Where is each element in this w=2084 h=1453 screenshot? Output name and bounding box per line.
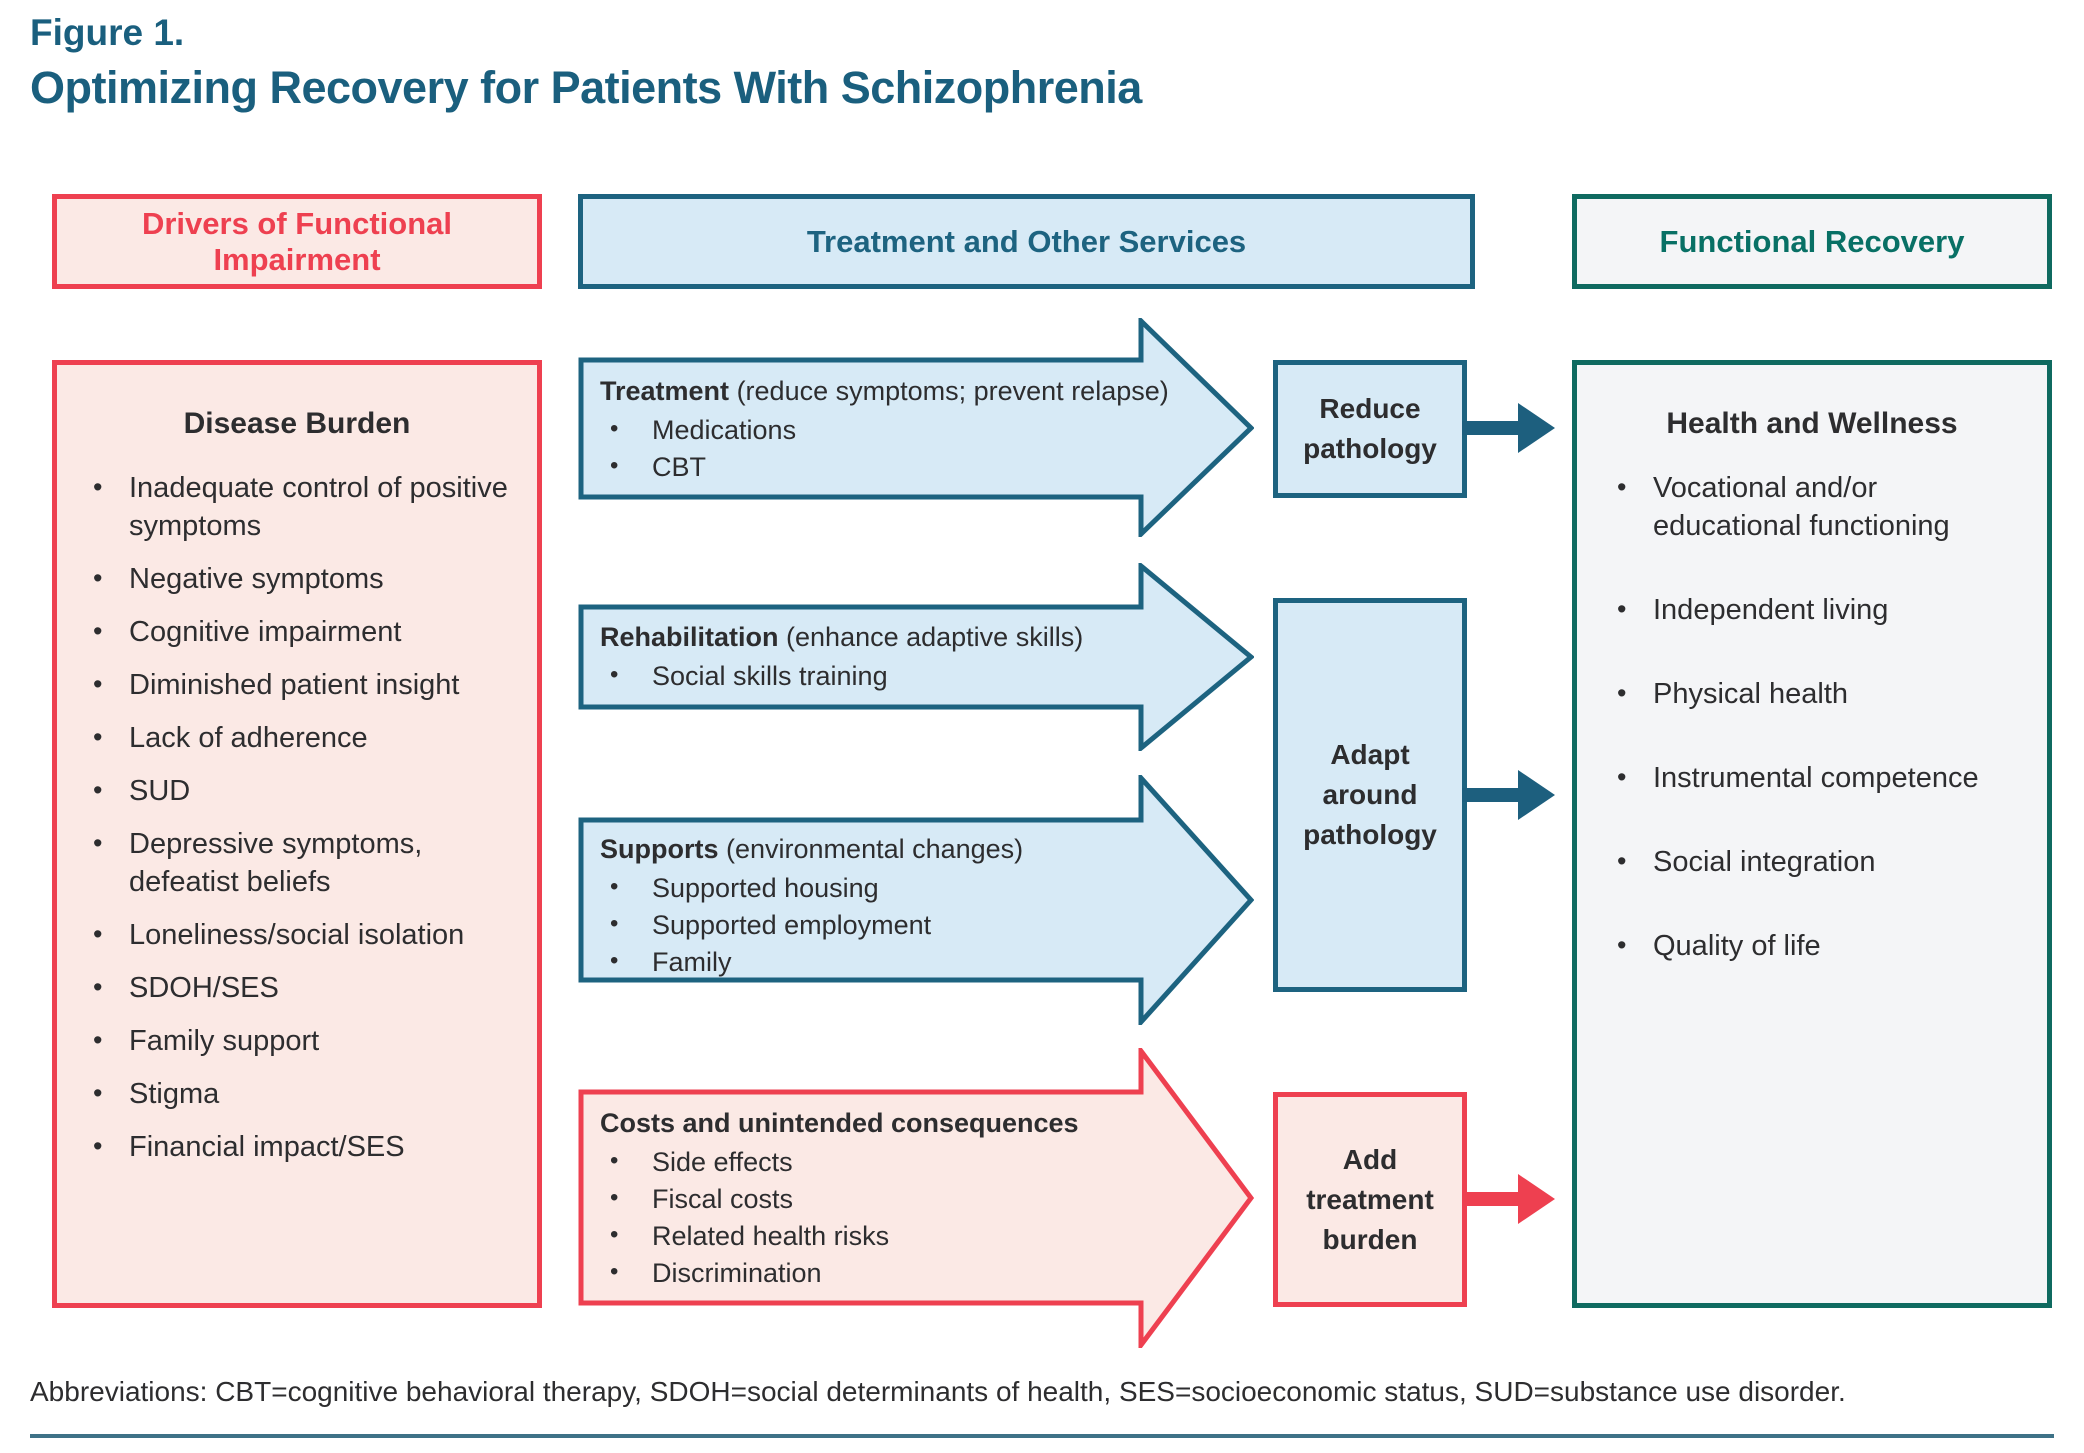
list-item: Lack of adherence bbox=[89, 718, 515, 757]
treatment-arrow-content: Treatment (reduce symptoms; prevent rela… bbox=[600, 374, 1169, 486]
rehabilitation-arrow-title-bold: Rehabilitation bbox=[600, 622, 779, 652]
column-header-treatment-services: Treatment and Other Services bbox=[578, 194, 1475, 289]
list-item: Inadequate control of positive symptoms bbox=[89, 468, 515, 545]
column-header-functional-recovery: Functional Recovery bbox=[1572, 194, 2052, 289]
treatment-arrow-list: Medications CBT bbox=[600, 410, 1134, 486]
rehabilitation-arrow-list: Social skills training bbox=[600, 656, 1134, 695]
list-item: Family bbox=[600, 942, 1134, 981]
add-treatment-burden-label: Add treatment burden bbox=[1306, 1143, 1434, 1255]
costs-arrow-title-bold: Costs and unintended consequences bbox=[600, 1108, 1079, 1138]
list-item: Discrimination bbox=[600, 1253, 1134, 1292]
disease-burden-panel: Disease Burden Inadequate control of pos… bbox=[52, 360, 542, 1308]
costs-arrow-list: Side effects Fiscal costs Related health… bbox=[600, 1142, 1134, 1292]
column-header-functional-recovery-label: Functional Recovery bbox=[1659, 223, 1965, 259]
list-item: Cognitive impairment bbox=[89, 612, 515, 651]
list-item: Supported employment bbox=[600, 905, 1134, 944]
arrow-right-icon bbox=[1462, 1174, 1555, 1224]
costs-arrow-title: Costs and unintended consequences bbox=[600, 1106, 1134, 1140]
rehabilitation-arrow-title: Rehabilitation (enhance adaptive skills) bbox=[600, 620, 1134, 654]
list-item: Depressive symptoms, defeatist beliefs bbox=[89, 824, 515, 901]
list-item: Independent living bbox=[1613, 590, 2025, 629]
column-header-treatment-services-label: Treatment and Other Services bbox=[806, 223, 1247, 259]
list-item: Financial impact/SES bbox=[89, 1127, 515, 1166]
health-wellness-panel: Health and Wellness Vocational and/or ed… bbox=[1572, 360, 2052, 1308]
rehabilitation-arrow: Rehabilitation (enhance adaptive skills)… bbox=[578, 563, 1254, 751]
treatment-arrow-title-bold: Treatment bbox=[600, 376, 730, 406]
reduce-pathology-box: Reduce pathology bbox=[1273, 360, 1467, 498]
add-treatment-burden-box: Add treatment burden bbox=[1273, 1092, 1467, 1307]
treatment-arrow-title: Treatment (reduce symptoms; prevent rela… bbox=[600, 374, 1169, 408]
list-item: Fiscal costs bbox=[600, 1179, 1134, 1218]
list-item: Side effects bbox=[600, 1142, 1134, 1181]
reduce-pathology-label: Reduce pathology bbox=[1303, 393, 1437, 464]
list-item: Physical health bbox=[1613, 674, 2025, 713]
list-item: Loneliness/social isolation bbox=[89, 915, 515, 954]
supports-arrow-title: Supports (environmental changes) bbox=[600, 832, 1134, 866]
figure-title: Optimizing Recovery for Patients With Sc… bbox=[30, 62, 1142, 113]
supports-arrow: Supports (environmental changes) Support… bbox=[578, 775, 1254, 1025]
abbreviations-note: Abbreviations: CBT=cognitive behavioral … bbox=[30, 1376, 1846, 1407]
list-item: CBT bbox=[600, 447, 1134, 486]
list-item: Social integration bbox=[1613, 842, 2025, 881]
list-item: Family support bbox=[89, 1021, 515, 1060]
list-item: Negative symptoms bbox=[89, 559, 515, 598]
treatment-arrow: Treatment (reduce symptoms; prevent rela… bbox=[578, 318, 1254, 537]
bottom-rule bbox=[30, 1434, 2054, 1438]
adapt-around-pathology-box: Adapt around pathology bbox=[1273, 598, 1467, 992]
supports-arrow-title-bold: Supports bbox=[600, 834, 719, 864]
list-item: Related health risks bbox=[600, 1216, 1134, 1255]
figure-label: Figure 1. bbox=[30, 12, 185, 53]
rehabilitation-arrow-content: Rehabilitation (enhance adaptive skills)… bbox=[600, 620, 1134, 695]
list-item: Quality of life bbox=[1613, 926, 2025, 965]
list-item: Medications bbox=[600, 410, 1134, 449]
arrow-right-icon bbox=[1462, 770, 1555, 820]
list-item: SUD bbox=[89, 771, 515, 810]
list-item: Vocational and/or educational functionin… bbox=[1613, 468, 2025, 545]
block-arrow-right-icon bbox=[578, 563, 1254, 751]
adapt-around-pathology-label: Adapt around pathology bbox=[1303, 739, 1437, 850]
supports-arrow-list: Supported housing Supported employment F… bbox=[600, 868, 1134, 981]
list-item: Supported housing bbox=[600, 868, 1134, 907]
supports-arrow-subtitle: (environmental changes) bbox=[726, 834, 1024, 864]
health-wellness-list: Vocational and/or educational functionin… bbox=[1577, 468, 2047, 965]
list-item: Social skills training bbox=[600, 656, 1134, 695]
disease-burden-title: Disease Burden bbox=[183, 407, 411, 440]
treatment-arrow-subtitle: (reduce symptoms; prevent relapse) bbox=[736, 376, 1169, 406]
column-header-drivers: Drivers of Functional Impairment bbox=[52, 194, 542, 289]
health-wellness-title: Health and Wellness bbox=[1666, 407, 1958, 440]
supports-arrow-content: Supports (environmental changes) Support… bbox=[600, 832, 1134, 981]
rehabilitation-arrow-subtitle: (enhance adaptive skills) bbox=[786, 622, 1084, 652]
list-item: Diminished patient insight bbox=[89, 665, 515, 704]
disease-burden-list: Inadequate control of positive symptoms … bbox=[57, 468, 537, 1166]
arrow-right-icon bbox=[1462, 403, 1555, 453]
list-item: Instrumental competence bbox=[1613, 758, 2025, 797]
list-item: SDOH/SES bbox=[89, 968, 515, 1007]
costs-arrow-content: Costs and unintended consequences Side e… bbox=[600, 1106, 1134, 1292]
costs-arrow: Costs and unintended consequences Side e… bbox=[578, 1048, 1254, 1348]
list-item: Stigma bbox=[89, 1074, 515, 1113]
column-header-drivers-label: Drivers of Functional Impairment bbox=[141, 205, 453, 277]
